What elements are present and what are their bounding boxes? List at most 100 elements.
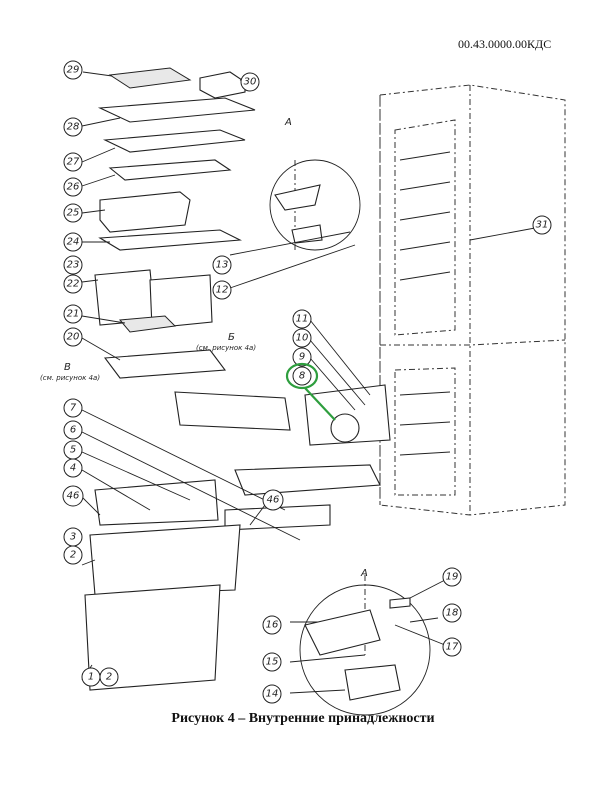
svg-text:29: 29 xyxy=(67,65,80,76)
ice-tray-21 xyxy=(119,315,177,333)
svg-text:17: 17 xyxy=(446,642,459,653)
svg-text:31: 31 xyxy=(536,220,549,231)
drawer-3 xyxy=(89,524,241,596)
callout-30: 30 xyxy=(240,72,260,92)
svg-text:20: 20 xyxy=(67,332,80,343)
svg-text:18: 18 xyxy=(446,608,459,619)
callout-28: 28 xyxy=(63,117,83,137)
svg-text:27: 27 xyxy=(67,157,80,168)
egg-tray-29 xyxy=(108,67,192,89)
refrigerator-cabinet xyxy=(379,84,566,516)
callout-16: 16 xyxy=(262,615,282,635)
svg-text:14: 14 xyxy=(266,689,279,700)
panel-4 xyxy=(94,479,219,526)
drawer-22 xyxy=(149,274,213,329)
svg-text:2: 2 xyxy=(106,672,112,683)
svg-text:19: 19 xyxy=(446,572,459,583)
svg-text:5: 5 xyxy=(70,445,76,456)
callout-17: 17 xyxy=(442,637,462,657)
callout-10: 10 xyxy=(292,328,312,348)
view-a-label-top: А xyxy=(284,117,292,128)
svg-text:11: 11 xyxy=(296,314,309,325)
detail-view-a-top: А xyxy=(269,117,361,251)
callout-18: 18 xyxy=(442,603,462,623)
highlight-ring-callout-8 xyxy=(285,362,319,390)
figure-caption: Рисунок 4 – Внутренние принадлежности xyxy=(171,711,435,726)
callout-11: 11 xyxy=(292,309,312,329)
svg-text:25: 25 xyxy=(67,208,80,219)
callout-2-upper: 2 xyxy=(63,545,83,565)
callout-12: 12 xyxy=(212,280,232,300)
svg-text:30: 30 xyxy=(244,77,257,88)
callout-27: 27 xyxy=(63,152,83,172)
view-v-ref: (см. рисунок 4а) xyxy=(40,374,100,382)
svg-text:21: 21 xyxy=(67,309,80,320)
svg-text:1: 1 xyxy=(88,672,94,683)
tray-26 xyxy=(108,159,232,181)
callout-46-right: 46 xyxy=(262,489,284,511)
svg-text:12: 12 xyxy=(216,285,229,296)
callout-29: 29 xyxy=(63,60,83,80)
svg-text:6: 6 xyxy=(70,425,76,436)
leader-lines xyxy=(81,71,536,694)
callout-21: 21 xyxy=(63,304,83,324)
cover-7 xyxy=(234,464,381,496)
svg-text:4: 4 xyxy=(70,463,76,474)
container-30 xyxy=(199,71,246,99)
view-a-label-bottom: А xyxy=(360,568,368,579)
drawer-23 xyxy=(94,269,156,326)
callout-4: 4 xyxy=(63,458,83,478)
tray-20 xyxy=(103,349,227,379)
callout-23: 23 xyxy=(63,255,83,275)
callout-7: 7 xyxy=(63,398,83,418)
shelf-28 xyxy=(97,97,256,123)
highlight-leader xyxy=(304,387,336,421)
callout-6: 6 xyxy=(63,420,83,440)
callout-20: 20 xyxy=(63,327,83,347)
view-b-ref: (см. рисунок 4а) xyxy=(196,344,256,352)
callout-24: 24 xyxy=(63,232,83,252)
callout-31: 31 xyxy=(532,215,552,235)
shelf-27 xyxy=(102,129,246,153)
callout-19: 19 xyxy=(442,567,462,587)
svg-text:46: 46 xyxy=(67,491,80,502)
svg-text:10: 10 xyxy=(296,333,309,344)
svg-text:22: 22 xyxy=(67,279,80,290)
callout-22: 22 xyxy=(63,274,83,294)
svg-text:7: 7 xyxy=(70,403,77,414)
callout-14: 14 xyxy=(262,684,282,704)
svg-text:16: 16 xyxy=(266,620,279,631)
svg-text:2: 2 xyxy=(70,550,76,561)
svg-text:28: 28 xyxy=(67,122,80,133)
svg-text:3: 3 xyxy=(70,532,76,543)
callout-46-left: 46 xyxy=(62,485,84,507)
shelf-24 xyxy=(98,229,243,251)
view-v-label: В xyxy=(64,362,71,373)
box-25 xyxy=(99,191,191,233)
detail-view-a-bottom: А xyxy=(299,568,431,716)
callout-5: 5 xyxy=(63,440,83,460)
svg-text:15: 15 xyxy=(266,657,279,668)
callout-3: 3 xyxy=(63,527,83,547)
callout-9: 9 xyxy=(292,347,312,367)
callout-8: 8 xyxy=(292,366,312,386)
document-code: 00.43.0000.00КДС xyxy=(458,37,552,51)
callout-15: 15 xyxy=(262,652,282,672)
svg-text:8: 8 xyxy=(299,371,305,382)
callout-25: 25 xyxy=(63,203,83,223)
view-b-label: Б xyxy=(228,332,235,343)
callout-13: 13 xyxy=(212,255,232,275)
callout-1: 1 xyxy=(81,667,101,687)
svg-text:26: 26 xyxy=(67,182,80,193)
svg-text:13: 13 xyxy=(216,260,229,271)
fan-motor xyxy=(330,413,360,443)
callout-2-lower: 2 xyxy=(99,667,119,687)
drawer-1 xyxy=(84,584,221,691)
svg-text:9: 9 xyxy=(299,352,305,363)
callout-26: 26 xyxy=(63,177,83,197)
svg-text:46: 46 xyxy=(267,495,280,506)
svg-text:24: 24 xyxy=(67,237,80,248)
parts-left-column xyxy=(84,67,391,691)
svg-text:23: 23 xyxy=(67,260,80,271)
